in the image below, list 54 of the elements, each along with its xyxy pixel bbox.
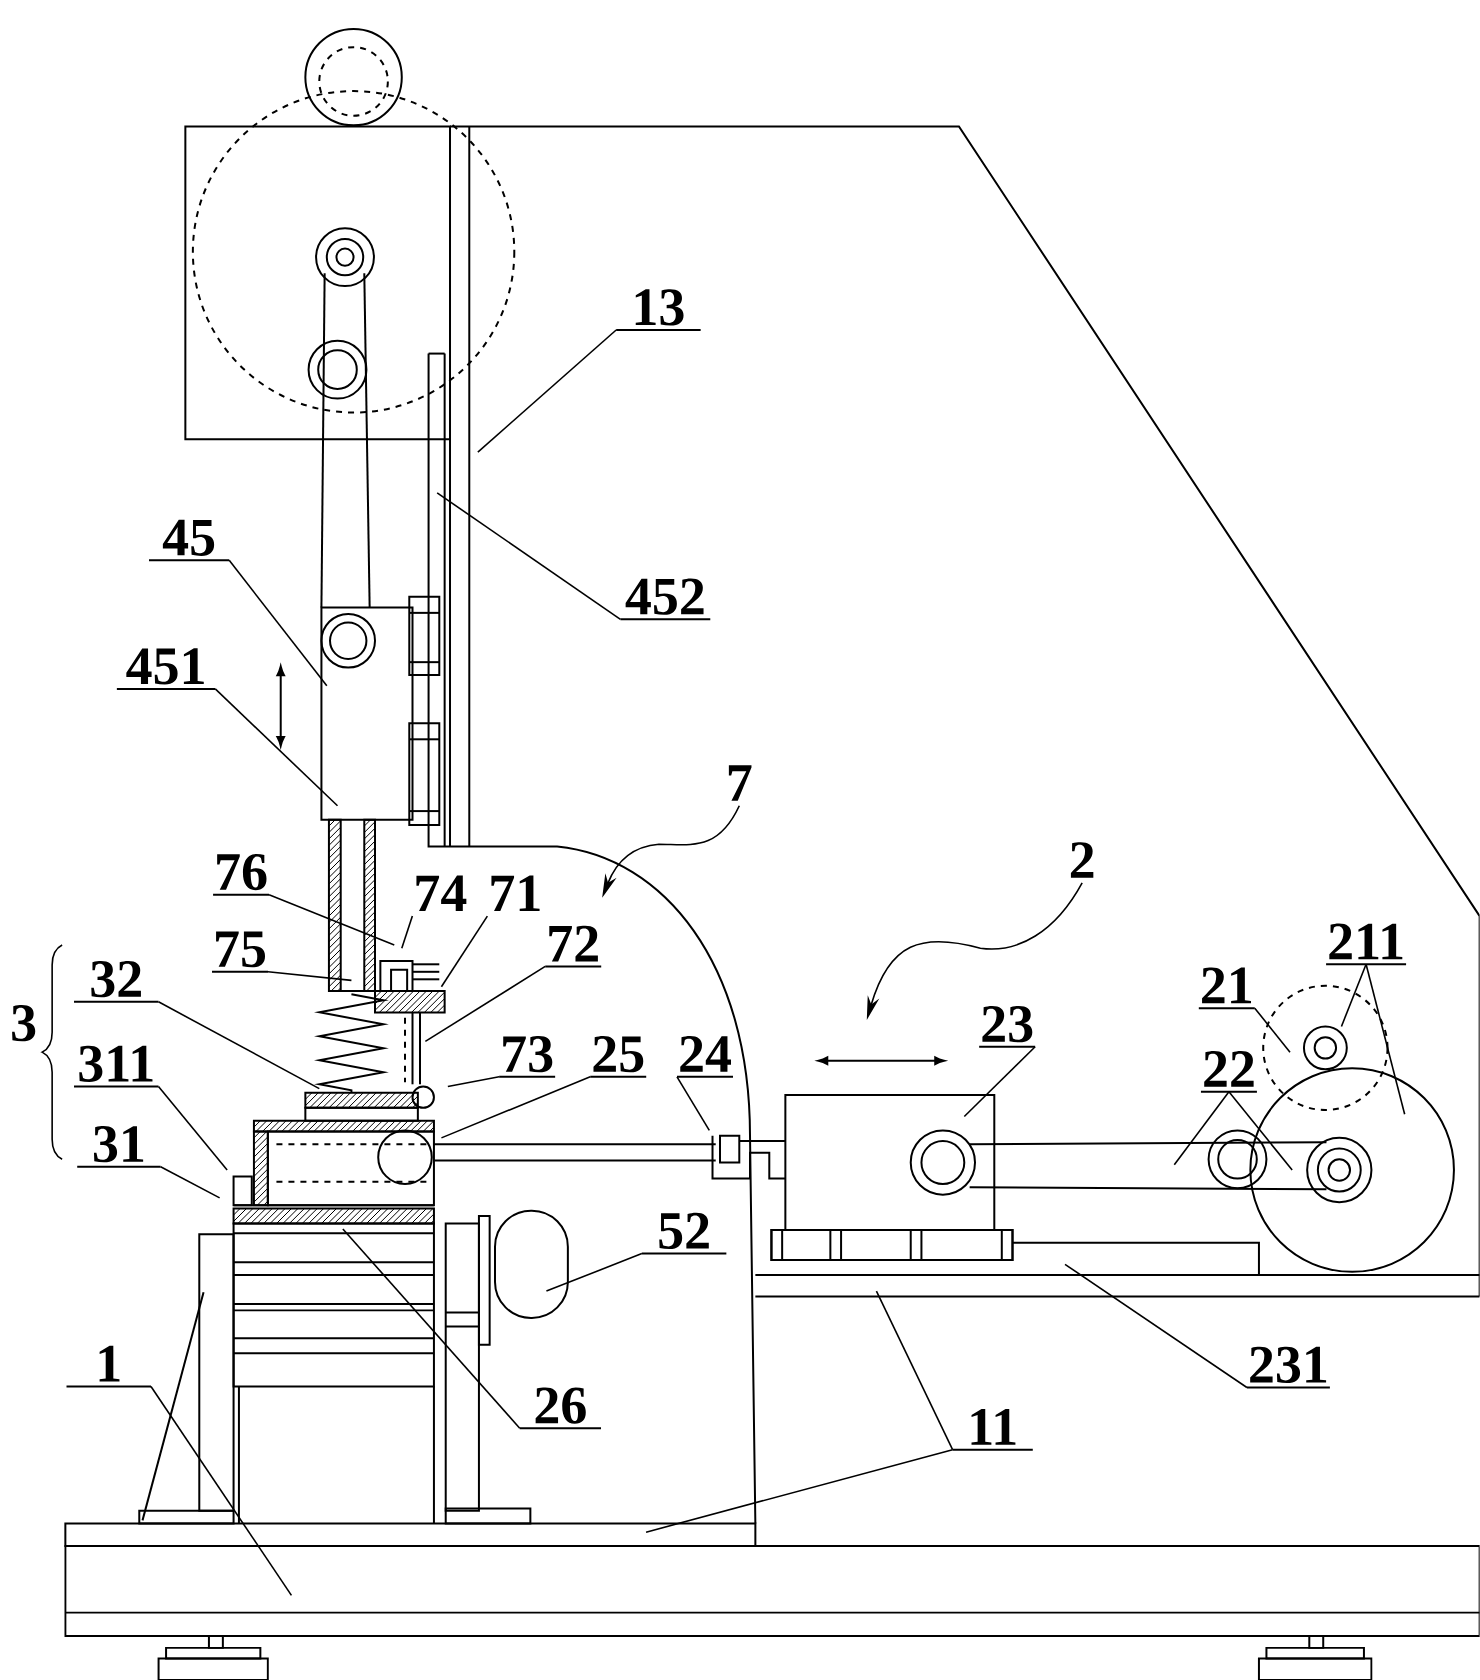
leader-line [267, 971, 353, 982]
leader-line [268, 893, 396, 946]
callout-number: 73 [498, 1036, 557, 1078]
callout-number: 13 [615, 289, 702, 331]
callout-number: 31 [76, 1126, 162, 1168]
leader-line [676, 1076, 711, 1132]
callout-number: 23 [978, 1006, 1037, 1048]
leader-line [401, 915, 414, 950]
callout-number: 52 [641, 1212, 728, 1255]
callout-number: 451 [116, 648, 217, 690]
callout-number: 1 [65, 1345, 153, 1388]
callout-number: 11 [951, 1409, 1034, 1451]
callout-number: 211 [1325, 923, 1408, 966]
leader-line [424, 965, 547, 1043]
leader-line [1173, 1091, 1230, 1166]
callout-number: 452 [619, 578, 712, 621]
leader-line [157, 1001, 321, 1090]
leader-line [157, 1085, 229, 1171]
leader-line [1064, 1263, 1248, 1389]
leader-line [963, 1046, 1037, 1118]
leader-line [342, 1228, 521, 1430]
callout-number: 231 [1246, 1346, 1332, 1389]
leader-line [875, 1290, 954, 1451]
leader-line [228, 559, 328, 687]
callout-number: 25 [589, 1036, 648, 1078]
leader-line [160, 1166, 221, 1199]
leader-line [1254, 1007, 1291, 1053]
callout-number: 3 [12, 1005, 36, 1042]
callout-number: 7 [729, 765, 752, 801]
callout-number: 74 [416, 875, 467, 912]
leader-line [440, 1076, 592, 1139]
callout-number: 45 [148, 519, 231, 562]
leader-line [214, 688, 339, 807]
callout-number: 2 [1071, 842, 1094, 878]
leader-line [1340, 963, 1368, 1028]
leader-line [1228, 1091, 1294, 1171]
leader-line [545, 1252, 643, 1292]
leader-line [645, 1448, 954, 1533]
leader-line [440, 915, 489, 988]
callout-number: 76 [212, 853, 271, 896]
callout-number: 75 [211, 931, 270, 973]
leader-line [1365, 963, 1406, 1116]
callout-number: 24 [676, 1036, 735, 1078]
callout-number: 72 [544, 925, 603, 968]
leader-line [447, 1076, 501, 1088]
callout-number: 26 [518, 1387, 603, 1430]
callout-number: 311 [73, 1045, 160, 1088]
leader-line [477, 329, 618, 453]
callout-number: 22 [1200, 1051, 1259, 1093]
callout-number: 21 [1198, 967, 1256, 1010]
leader-line [150, 1385, 293, 1597]
leader-line [436, 492, 622, 621]
callout-number: 32 [73, 961, 160, 1003]
callout-number: 71 [491, 875, 540, 912]
